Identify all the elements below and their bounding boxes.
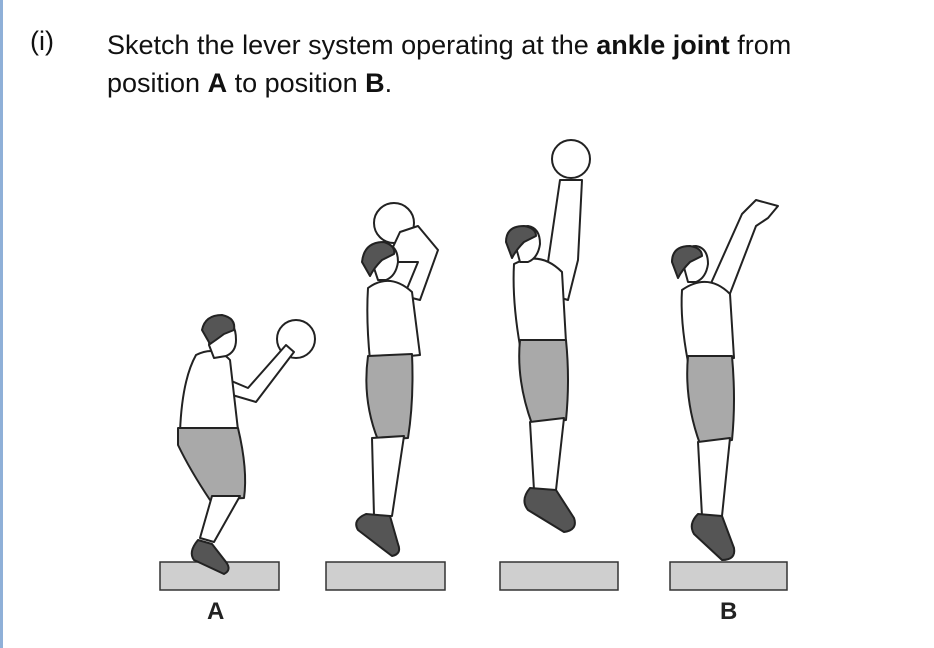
- shorts: [177, 427, 247, 501]
- shoe: [523, 487, 576, 533]
- athlete-position-b: [671, 199, 779, 561]
- arm: [707, 199, 779, 305]
- question-bold-ankle-joint: ankle joint: [596, 30, 730, 60]
- platform-2: [325, 561, 446, 591]
- shirt: [512, 257, 567, 347]
- question-number: (i): [30, 26, 54, 56]
- hair: [671, 245, 703, 279]
- question-text-part: to position: [227, 68, 366, 98]
- hair: [361, 241, 396, 277]
- page-edge-rule: [0, 0, 3, 648]
- hair: [505, 225, 537, 259]
- position-label-a: A: [207, 598, 225, 625]
- shirt: [680, 281, 735, 363]
- shoe: [190, 539, 230, 575]
- hair: [201, 314, 236, 345]
- basketball: [551, 139, 591, 179]
- question-bold-a: A: [207, 68, 228, 98]
- leg: [199, 495, 241, 543]
- shorts: [518, 339, 569, 425]
- athlete-position-2: [355, 202, 439, 557]
- question-text-part: .: [384, 68, 393, 98]
- arm: [385, 225, 439, 301]
- question-text-part: Sketch the lever system operating at the: [107, 30, 597, 60]
- platform-3: [499, 561, 619, 591]
- athlete-position-a: [177, 314, 316, 575]
- shirt: [366, 280, 421, 361]
- leg: [371, 435, 405, 517]
- shorts: [686, 355, 735, 445]
- shoe: [690, 513, 736, 561]
- shoe: [355, 513, 401, 557]
- athlete-position-3: [505, 139, 591, 533]
- position-label-b: B: [720, 598, 738, 625]
- shorts: [365, 353, 414, 441]
- question-text-part: position: [107, 68, 208, 98]
- question-bold-b: B: [365, 68, 385, 98]
- platform-b: [669, 561, 788, 591]
- platforms: [159, 561, 788, 591]
- leg: [697, 437, 731, 517]
- question-text-part: from: [729, 30, 792, 60]
- question-text: Sketch the lever system operating at the…: [107, 26, 897, 102]
- shirt: [179, 350, 239, 433]
- leg: [529, 417, 565, 491]
